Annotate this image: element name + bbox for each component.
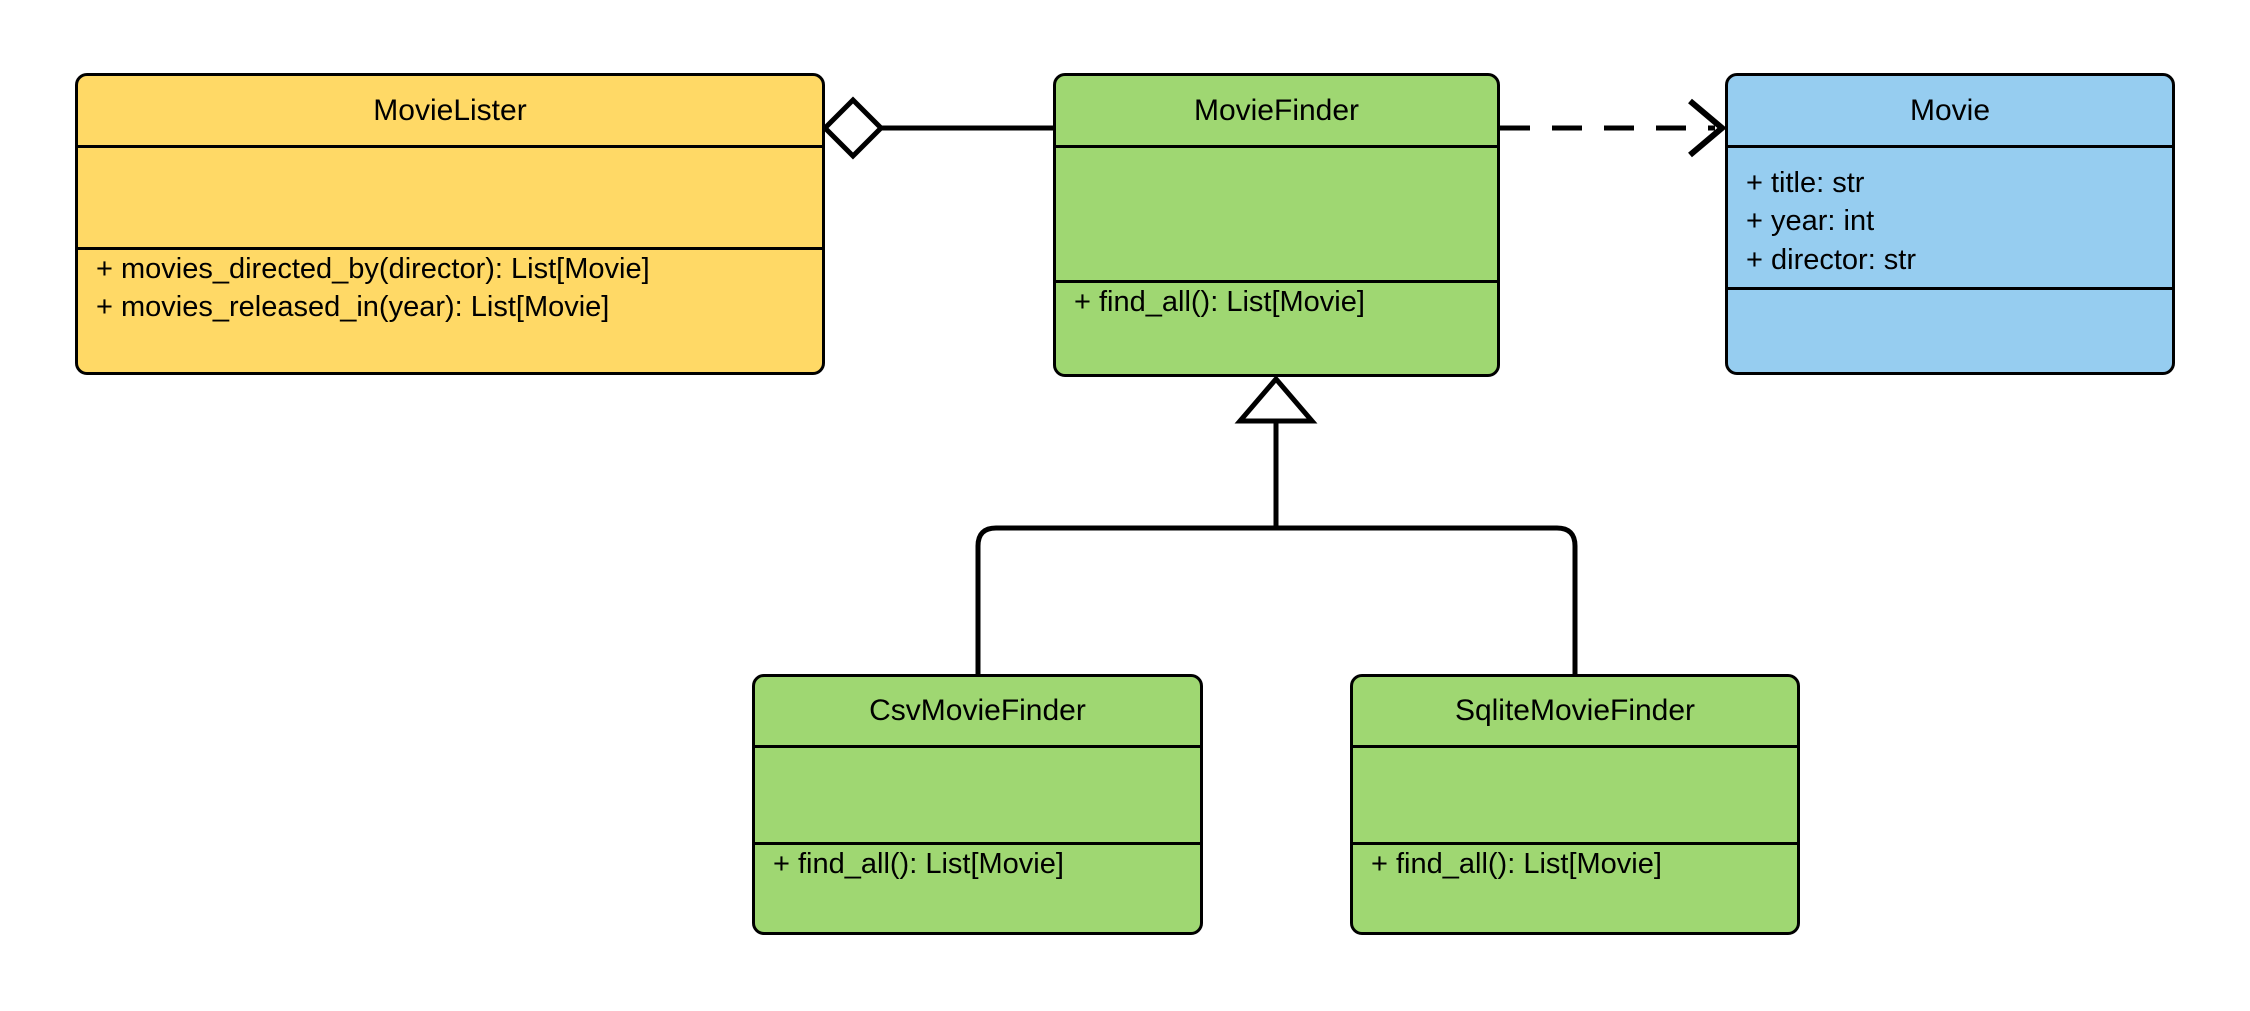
class-box-moviefinder[interactable]: MovieFinder + find_all(): List[Movie]	[1053, 73, 1500, 377]
class-name-movielister: MovieLister	[373, 93, 527, 127]
generalization-branch-sqlite	[1276, 525, 1578, 674]
aggregation-connector	[821, 96, 1053, 160]
class-box-sqlitemoviefinder[interactable]: SqliteMovieFinder + find_all(): List[Mov…	[1350, 674, 1800, 935]
method-item: + find_all(): List[Movie]	[1074, 286, 1365, 318]
class-name-moviefinder: MovieFinder	[1193, 93, 1360, 127]
method-item: + find_all(): List[Movie]	[773, 848, 1064, 880]
attributes-compartment-sqlitemoviefinder	[1353, 745, 1797, 842]
attributes-compartment-movielister	[78, 145, 822, 247]
attribute-item: + title: str	[1746, 167, 1865, 199]
generalization-connector	[975, 375, 1578, 674]
class-box-movie[interactable]: Movie + title: str + year: int + directo…	[1725, 73, 2175, 375]
class-box-csvmoviefinder[interactable]: CsvMovieFinder + find_all(): List[Movie]	[752, 674, 1203, 935]
attribute-item: + year: int	[1746, 205, 1875, 238]
methods-compartment-movielister: + movies_directed_by(director): List[Mov…	[78, 247, 822, 372]
attributes-compartment-csvmoviefinder	[755, 745, 1200, 842]
class-box-movielister[interactable]: MovieLister + movies_directed_by(directo…	[75, 73, 825, 375]
class-name-csvmoviefinder: CsvMovieFinder	[869, 694, 1086, 727]
methods-compartment-csvmoviefinder: + find_all(): List[Movie]	[755, 842, 1200, 932]
open-arrow-icon	[1688, 98, 1727, 158]
method-item: + movies_directed_by(director): List[Mov…	[96, 253, 650, 285]
method-item: + movies_released_in(year): List[Movie]	[96, 291, 610, 324]
class-name-movie: Movie	[1909, 93, 1991, 127]
hollow-triangle-icon	[1234, 375, 1318, 424]
methods-compartment-movie	[1728, 287, 2172, 372]
methods-compartment-sqlitemoviefinder: + find_all(): List[Movie]	[1353, 842, 1797, 932]
attribute-item: + director: str	[1746, 243, 1917, 276]
attributes-compartment-moviefinder	[1056, 145, 1497, 280]
class-name-sqlitemoviefinder: SqliteMovieFinder	[1454, 694, 1696, 727]
methods-compartment-moviefinder: + find_all(): List[Movie]	[1056, 280, 1497, 374]
method-item: + find_all(): List[Movie]	[1371, 848, 1662, 880]
hollow-diamond-icon	[821, 96, 885, 160]
attributes-compartment-movie: + title: str + year: int + director: str	[1728, 145, 2172, 287]
generalization-branch-csv	[975, 525, 1276, 674]
dependency-connector	[1500, 98, 1727, 158]
